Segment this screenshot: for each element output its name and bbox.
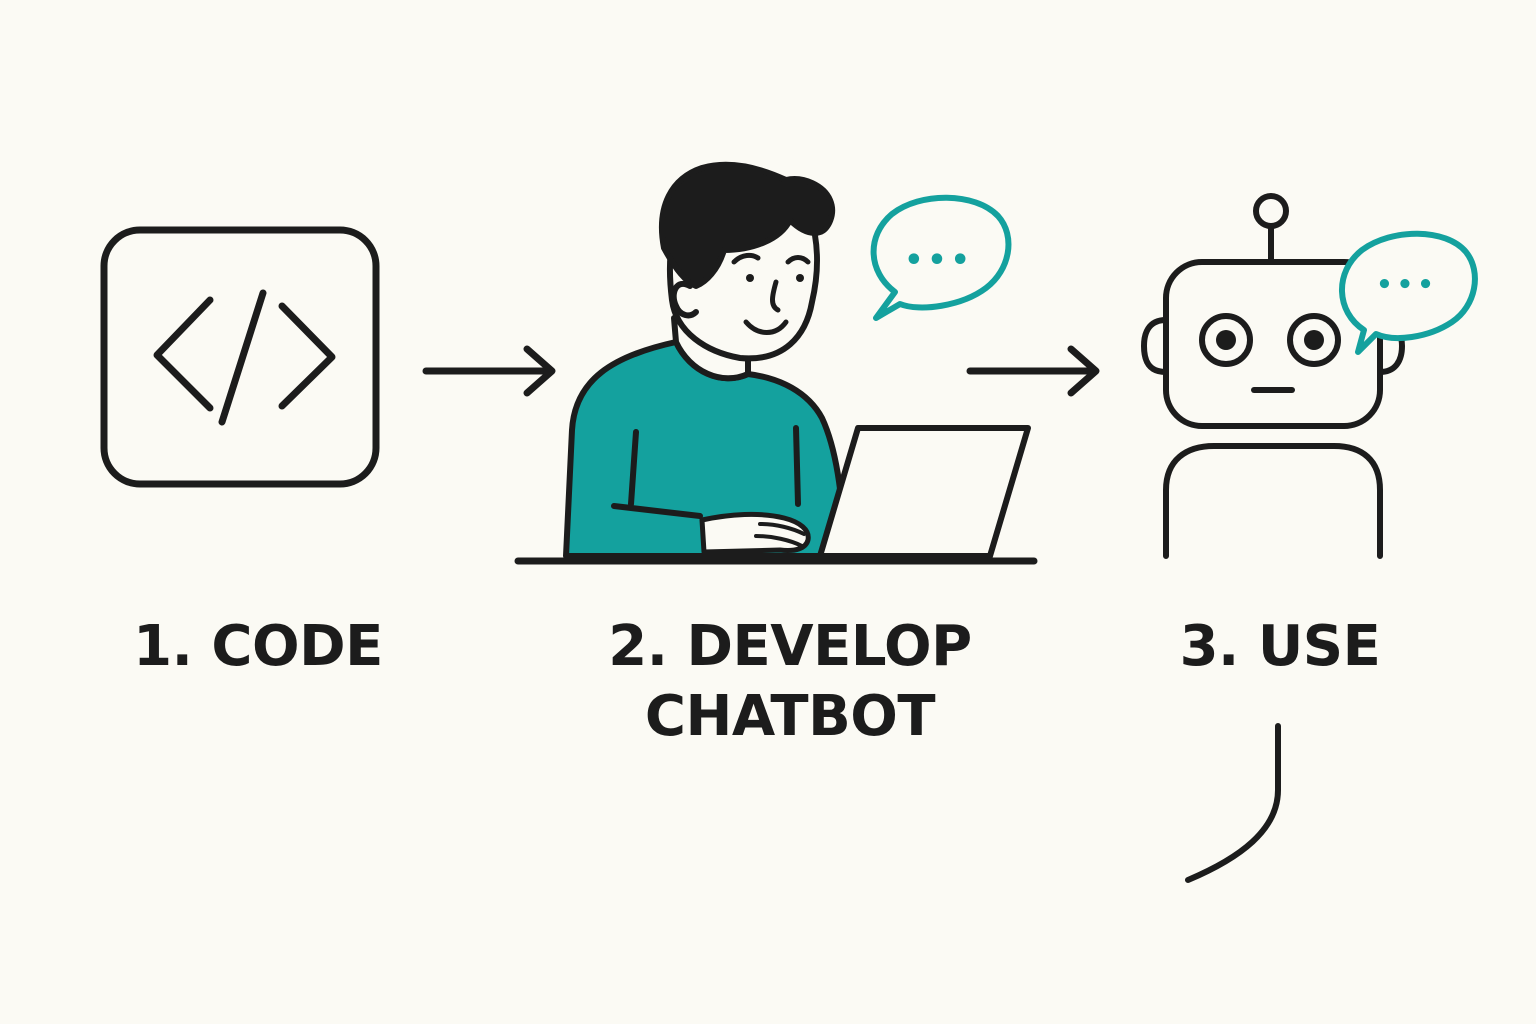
speech-bubble-icon: •••: [870, 194, 1012, 321]
arrow-right-icon: [422, 345, 556, 397]
speech-bubble-dots: •••: [904, 243, 974, 278]
step-1-label: 1. CODE: [133, 614, 383, 679]
speech-bubble-icon: •••: [1339, 230, 1478, 355]
curved-connector-line: [1185, 723, 1281, 883]
step-2-label-line-1: 2. DEVELOP: [608, 614, 972, 679]
step-2-label-line-2: CHATBOT: [644, 684, 936, 749]
code-icon: [100, 226, 380, 488]
step-3-label: 3. USE: [1179, 614, 1381, 679]
arrow-right-icon: [966, 345, 1100, 397]
developer-laptop-icon: [514, 161, 1038, 565]
step-2-label: 2. DEVELOP CHATBOT: [560, 612, 1020, 752]
speech-bubble-dots: •••: [1376, 270, 1438, 300]
robot-icon: [1141, 193, 1405, 559]
